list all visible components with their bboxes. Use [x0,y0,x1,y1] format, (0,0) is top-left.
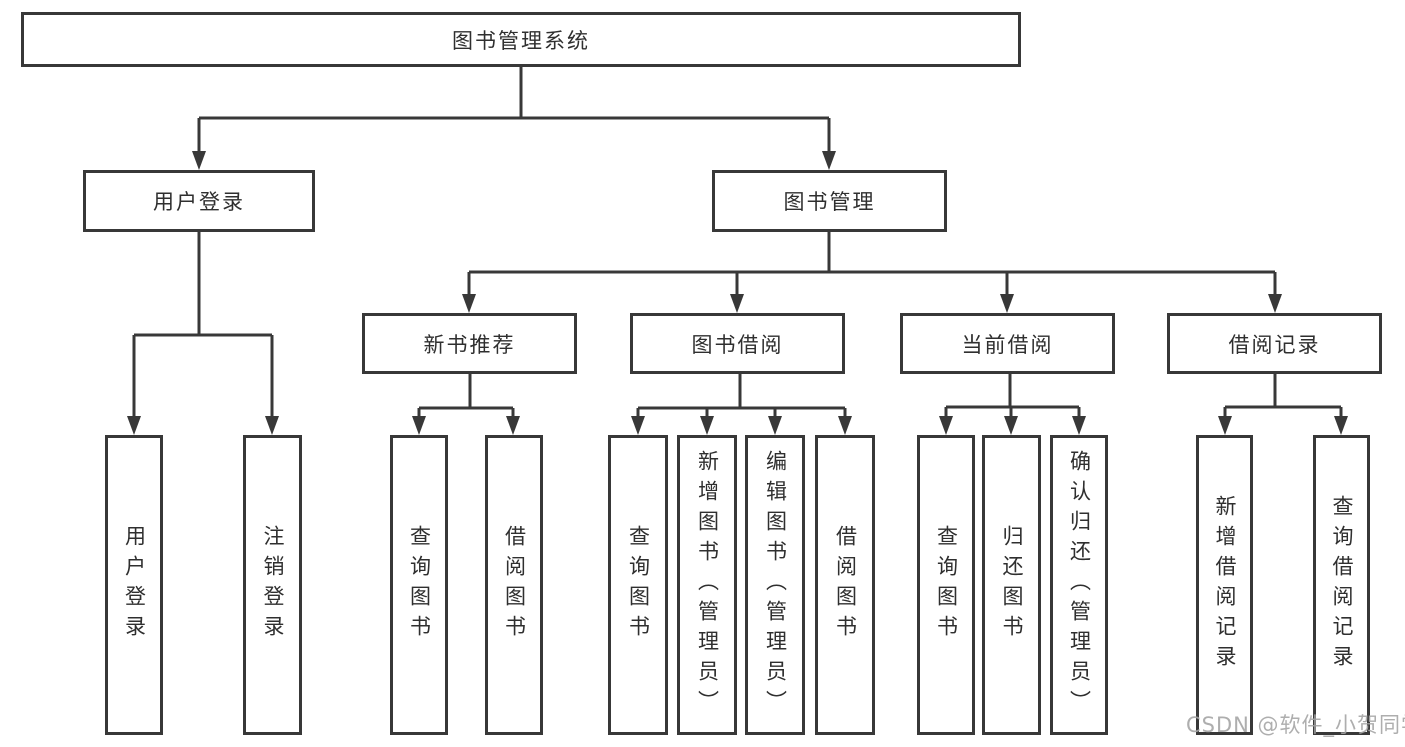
leaf-edit-book-admin-label: 编辑图书（管理员） [763,450,788,720]
node-borrow-records-label: 借阅记录 [1228,332,1321,357]
leaf-add-borrow-record: 新增借阅记录 [1196,435,1253,735]
leaf-borrow-books-recommend-label: 借阅图书 [502,525,527,645]
node-current-borrow-label: 当前借阅 [961,332,1054,357]
leaf-query-books-recommend-label: 查询图书 [407,525,432,645]
leaf-user-login: 用户登录 [105,435,163,735]
leaf-logout: 注销登录 [243,435,302,735]
leaf-confirm-return-admin-label: 确认归还（管理员） [1067,450,1092,720]
leaf-user-login-label: 用户登录 [122,525,147,645]
leaf-add-book-admin: 新增图书（管理员） [677,435,737,735]
node-root-label: 图书管理系统 [452,28,590,53]
leaf-query-books-borrow-label: 查询图书 [626,525,651,645]
leaf-query-books-current-label: 查询图书 [934,525,959,645]
leaf-add-book-admin-label: 新增图书（管理员） [695,450,720,720]
node-book-management: 图书管理 [712,170,947,232]
leaf-query-books-recommend: 查询图书 [390,435,448,735]
node-current-borrow: 当前借阅 [900,313,1115,374]
node-book-borrow: 图书借阅 [630,313,845,374]
leaf-add-borrow-record-label: 新增借阅记录 [1213,495,1238,675]
leaf-borrow-books-recommend: 借阅图书 [485,435,543,735]
leaf-borrow-books: 借阅图书 [815,435,875,735]
node-root: 图书管理系统 [21,12,1021,67]
leaf-logout-label: 注销登录 [261,525,286,645]
node-book-borrow-label: 图书借阅 [691,332,784,357]
leaf-confirm-return-admin: 确认归还（管理员） [1050,435,1108,735]
leaf-return-books-label: 归还图书 [1000,525,1025,645]
leaf-edit-book-admin: 编辑图书（管理员） [745,435,805,735]
leaf-query-books-current: 查询图书 [917,435,975,735]
csdn-watermark: CSDN @软件_小贺同学 [1186,713,1405,737]
node-user-login: 用户登录 [83,170,315,232]
leaf-query-books-borrow: 查询图书 [608,435,668,735]
leaf-return-books: 归还图书 [982,435,1041,735]
node-user-login-label: 用户登录 [153,190,245,214]
leaf-borrow-books-label: 借阅图书 [833,525,858,645]
node-new-book-recommend: 新书推荐 [362,313,577,374]
leaf-query-borrow-record: 查询借阅记录 [1313,435,1370,735]
node-new-book-recommend-label: 新书推荐 [423,332,516,357]
node-book-management-label: 图书管理 [783,190,876,214]
node-borrow-records: 借阅记录 [1167,313,1382,374]
leaf-query-borrow-record-label: 查询借阅记录 [1330,495,1355,675]
